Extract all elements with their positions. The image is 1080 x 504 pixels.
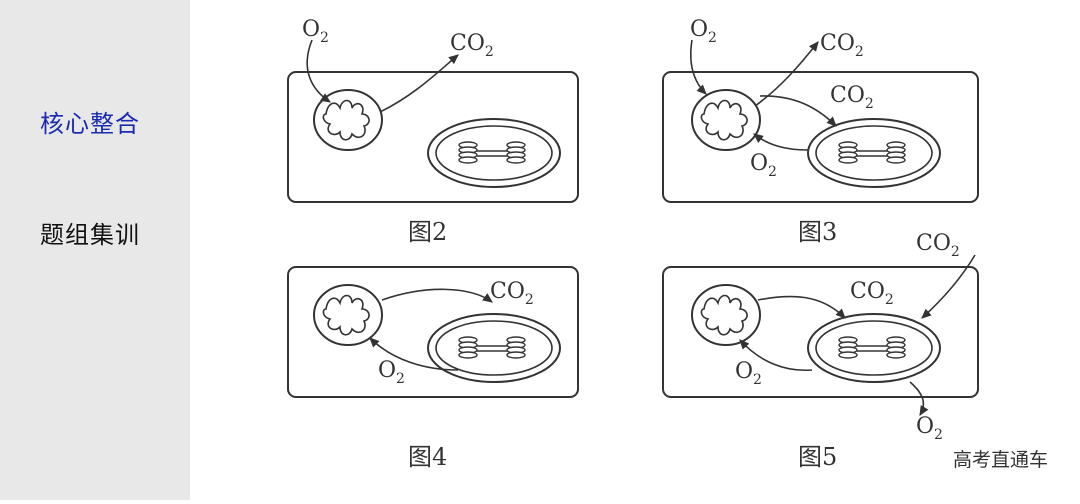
svg-text:O2: O2	[690, 17, 717, 46]
cell-gas-exchange-diagram: O2 CO2 图2 O2 CO2 CO2 O2 图3 CO2 O2 图4	[287, 17, 979, 471]
figure-5-caption: 图5	[798, 443, 837, 471]
figure-5: CO2 CO2 O2 O2 图5	[662, 231, 979, 471]
mitochondrion	[691, 89, 761, 151]
svg-text:O2: O2	[378, 358, 405, 387]
watermark-text: 高考直通车	[948, 443, 1052, 474]
svg-text:CO2: CO2	[830, 83, 874, 112]
diagram-area: O2 CO2 图2 O2 CO2 CO2 O2 图3 CO2 O2 图4	[200, 0, 1080, 500]
cell-outline	[662, 266, 979, 398]
sidebar: 核心整合 题组集训	[0, 0, 190, 500]
cell-outline	[287, 71, 579, 203]
mitochondrion	[313, 89, 383, 151]
svg-text:CO2: CO2	[820, 31, 864, 60]
chloroplast	[807, 313, 941, 383]
svg-text:O2: O2	[750, 151, 777, 180]
svg-text:O2: O2	[916, 414, 943, 443]
figure-3-caption: 图3	[798, 218, 837, 246]
sidebar-item-core-integration[interactable]: 核心整合	[40, 110, 140, 138]
figure-4: CO2 O2 图4	[287, 266, 579, 471]
mitochondrion	[313, 284, 383, 346]
svg-text:CO2: CO2	[850, 279, 894, 308]
chloroplast	[427, 118, 561, 188]
cell-outline	[662, 71, 979, 203]
sidebar-item-group-training[interactable]: 题组集训	[40, 221, 140, 249]
figure-2-caption: 图2	[408, 218, 447, 246]
figure-3: O2 CO2 CO2 O2 图3	[662, 17, 979, 246]
svg-text:O2: O2	[302, 17, 329, 46]
svg-text:O2: O2	[735, 359, 762, 388]
cell-outline	[287, 266, 579, 398]
mitochondrion	[691, 284, 761, 346]
figure-2: O2 CO2 图2	[287, 17, 579, 246]
svg-text:CO2: CO2	[916, 231, 960, 260]
svg-text:CO2: CO2	[490, 279, 534, 308]
chloroplast	[807, 118, 941, 188]
figure-4-caption: 图4	[408, 443, 447, 471]
svg-text:CO2: CO2	[450, 31, 494, 60]
chloroplast	[427, 313, 561, 383]
